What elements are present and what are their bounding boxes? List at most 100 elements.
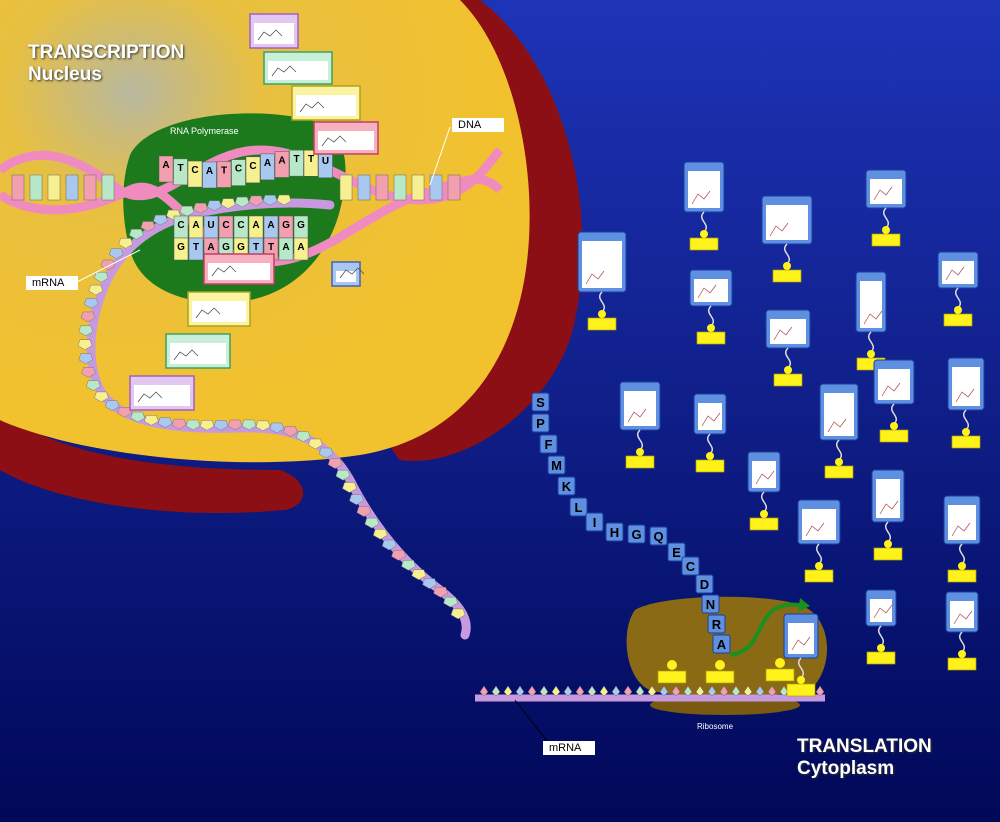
mrna-base xyxy=(422,578,437,589)
molecule-sketch xyxy=(585,270,605,285)
nucleotide-structure xyxy=(208,263,270,280)
amino-acid-box xyxy=(695,574,714,594)
dna-template-letter: A xyxy=(278,155,285,166)
mrna-base xyxy=(373,528,388,540)
trna-loop xyxy=(877,644,885,652)
trna-tag xyxy=(866,651,896,665)
amino-acid-letter: C xyxy=(686,559,696,574)
dna-lower-letter: G xyxy=(222,242,230,253)
rna-letter: C xyxy=(222,220,229,231)
nucleotide-structure xyxy=(192,301,246,322)
trna-tag xyxy=(786,683,816,697)
trna-loop xyxy=(700,230,708,238)
amino-acid-letter: L xyxy=(575,500,583,515)
mrna-base xyxy=(129,229,144,240)
dna-lower-letter: A xyxy=(282,242,289,253)
dna-base-pair xyxy=(65,174,79,201)
dna-lower-letter: T xyxy=(193,242,199,253)
mrna-label-cytoplasm: mRNA xyxy=(543,741,595,755)
amino-acid-letter: N xyxy=(706,597,715,612)
trna-loop xyxy=(815,562,823,570)
dna-template-letter: T xyxy=(308,154,314,165)
trna-loop xyxy=(707,324,715,332)
trna-tag xyxy=(689,237,719,251)
exit-arrow xyxy=(729,602,801,657)
dna-lower-letter: T xyxy=(253,242,259,253)
amino-acid-letter: P xyxy=(536,416,545,431)
trna-structure xyxy=(950,601,974,628)
amino-acid-box xyxy=(557,476,576,496)
dna-lower-base xyxy=(293,237,309,261)
mrna-base xyxy=(381,539,397,551)
mrna-base xyxy=(185,419,201,431)
mrna-base xyxy=(491,685,501,697)
dna-template-letter: A xyxy=(264,158,271,169)
molecule-sketch xyxy=(791,636,811,651)
molecule-sketch xyxy=(211,265,237,277)
rna-letter: A xyxy=(267,220,274,231)
dna-strand-upper xyxy=(0,145,504,205)
molecule-sketch xyxy=(701,412,721,427)
trna-loop xyxy=(884,540,892,548)
amino-acid-letter: S xyxy=(536,395,545,410)
mrna-base xyxy=(269,422,285,434)
molecule-sketch xyxy=(879,500,899,515)
trna-tag xyxy=(951,435,981,449)
molecule-sketch xyxy=(873,604,893,619)
trna-structure xyxy=(860,281,882,328)
dna-lower-base xyxy=(278,237,294,261)
molecule-sketch xyxy=(773,326,793,341)
amino-acid-letter: I xyxy=(593,515,597,530)
molecule-sketch xyxy=(881,382,901,397)
mrna-base xyxy=(108,248,124,259)
translation-heading: TRANSLATION Cytoplasm xyxy=(797,736,932,780)
trna-structure xyxy=(870,179,902,204)
nucleotide-structure xyxy=(296,95,356,116)
mrna-base xyxy=(80,311,96,323)
mrna-base xyxy=(575,685,585,697)
dna-pointer-line xyxy=(429,126,451,186)
mrna-base xyxy=(443,596,458,608)
trna-tag xyxy=(625,455,655,469)
dna-template-base xyxy=(216,161,232,188)
trna-linker xyxy=(785,347,791,369)
molecule-sketch xyxy=(953,610,973,625)
translation-title: TRANSLATION xyxy=(797,736,932,757)
trna-loop xyxy=(706,452,714,460)
amino-acid-letter: Q xyxy=(653,529,663,544)
transcription-subtitle: Nucleus xyxy=(28,63,102,85)
dna-base-pair xyxy=(83,174,97,201)
mrna-base xyxy=(199,420,215,431)
molecule-sketch xyxy=(321,135,347,147)
mrna-base xyxy=(213,420,229,431)
molecule-sketch xyxy=(257,29,283,41)
dna-label: DNA xyxy=(452,118,504,132)
trna-loop xyxy=(784,366,792,374)
mrna-base xyxy=(515,685,525,697)
trna-tag xyxy=(696,331,726,345)
mrna-base xyxy=(318,447,334,459)
mrna-base xyxy=(179,206,195,217)
trna-loop xyxy=(958,562,966,570)
mrna-base xyxy=(695,685,705,697)
molecule-sketch xyxy=(955,388,975,403)
trna-loop xyxy=(715,660,725,670)
amino-acid-letter: H xyxy=(610,525,619,540)
dna-template-letter: T xyxy=(221,165,227,176)
molecule-sketch xyxy=(691,190,711,205)
amino-acid-box xyxy=(627,524,646,544)
mrna-base xyxy=(719,685,729,697)
molecule-sketch xyxy=(755,470,775,485)
mrna-pointer-line xyxy=(74,249,141,284)
dna-template-base xyxy=(173,158,188,186)
dna-template-base xyxy=(231,159,246,186)
amino-acid-box xyxy=(569,497,588,517)
trna-cards xyxy=(577,161,985,697)
mrna-base xyxy=(659,685,669,697)
dna-base-pair xyxy=(101,174,115,201)
mrna-base xyxy=(647,685,657,697)
nuclear-envelope-lower xyxy=(0,410,304,514)
dna-template-letter: C xyxy=(249,161,256,172)
trna-tag xyxy=(587,317,617,331)
